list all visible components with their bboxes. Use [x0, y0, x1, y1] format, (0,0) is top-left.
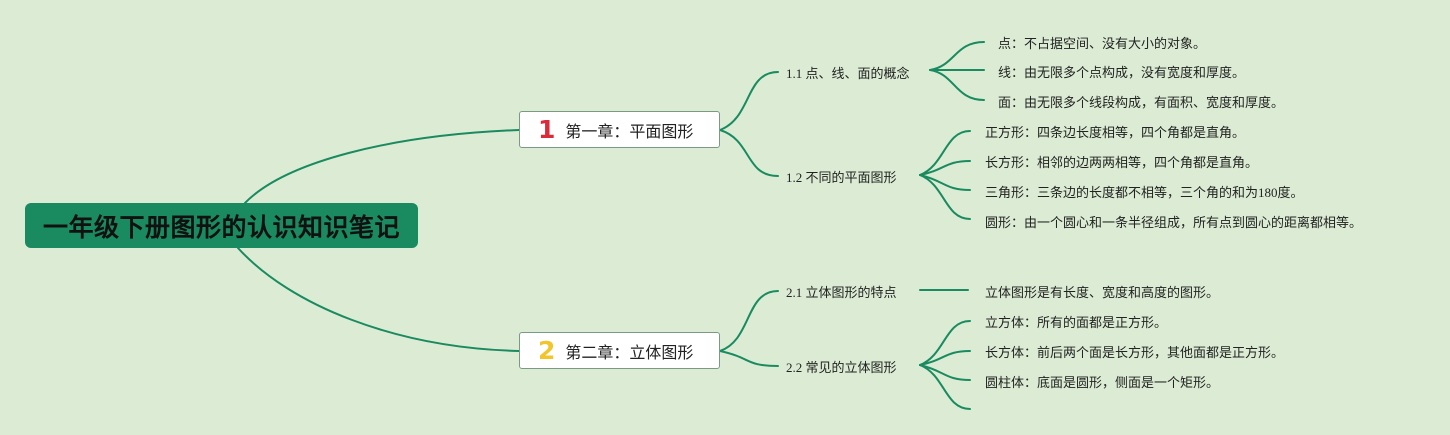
- leaf-cube[interactable]: 立方体：所有的面都是正方形。: [985, 315, 1168, 330]
- connector-s22-l1: [919, 320, 971, 366]
- connector-ch1-s12: [719, 129, 779, 177]
- connector-s22-l4: [919, 364, 971, 410]
- connector-s11-l3: [929, 69, 985, 101]
- leaf-cylinder[interactable]: 圆柱体：底面是圆形，侧面是一个矩形。: [985, 375, 1220, 390]
- connector-s22-l3: [919, 364, 971, 381]
- root-title: 一年级下册图形的认识知识笔记: [42, 212, 400, 242]
- connector-root-ch2: [237, 247, 520, 352]
- section-2-2[interactable]: 2.2 常见的立体图形: [786, 360, 897, 375]
- connector-s12-l2: [919, 160, 971, 176]
- connector-s22-l2: [919, 350, 971, 366]
- connector-s12-l3: [919, 174, 971, 191]
- chapter-2-label: 第二章：立体图形: [565, 342, 694, 362]
- connector-s12-l1: [919, 130, 971, 176]
- connector-s12-l4: [919, 174, 971, 220]
- connector-s11-l1: [929, 41, 985, 71]
- leaf-cuboid[interactable]: 长方体：前后两个面是长方形，其他面都是正方形。: [985, 345, 1285, 360]
- leaf-triangle[interactable]: 三角形：三条边的长度都不相等，三个角的和为180度。: [985, 185, 1304, 200]
- connector-root-ch1: [244, 129, 520, 204]
- chapter-1-node[interactable]: 1 第一章：平面图形: [519, 111, 720, 148]
- chapter-1-number: 1: [538, 115, 556, 144]
- leaf-square[interactable]: 正方形：四条边长度相等，四个角都是直角。: [985, 125, 1246, 140]
- connector-ch1-s11: [719, 71, 779, 131]
- chapter-1-label: 第一章：平面图形: [565, 121, 694, 141]
- section-1-2[interactable]: 1.2 不同的平面图形: [786, 170, 897, 185]
- leaf-line[interactable]: 线：由无限多个点构成，没有宽度和厚度。: [998, 65, 1246, 80]
- root-topic[interactable]: 一年级下册图形的认识知识笔记: [25, 203, 418, 248]
- section-2-1[interactable]: 2.1 立体图形的特点: [786, 285, 897, 300]
- leaf-rectangle[interactable]: 长方形：相邻的边两两相等，四个角都是直角。: [985, 155, 1259, 170]
- chapter-2-node[interactable]: 2 第二章：立体图形: [519, 332, 720, 369]
- leaf-point[interactable]: 点：不占据空间、没有大小的对象。: [998, 36, 1207, 51]
- leaf-solid-feature[interactable]: 立体图形是有长度、宽度和高度的图形。: [985, 285, 1220, 300]
- connector-ch2-s22: [719, 350, 779, 367]
- connector-ch2-s21: [719, 290, 779, 352]
- leaf-circle[interactable]: 圆形：由一个圆心和一条半径组成，所有点到圆心的距离都相等。: [985, 215, 1363, 230]
- chapter-2-number: 2: [538, 336, 556, 365]
- section-1-1[interactable]: 1.1 点、线、面的概念: [786, 66, 910, 81]
- leaf-plane[interactable]: 面：由无限多个线段构成，有面积、宽度和厚度。: [998, 95, 1285, 110]
